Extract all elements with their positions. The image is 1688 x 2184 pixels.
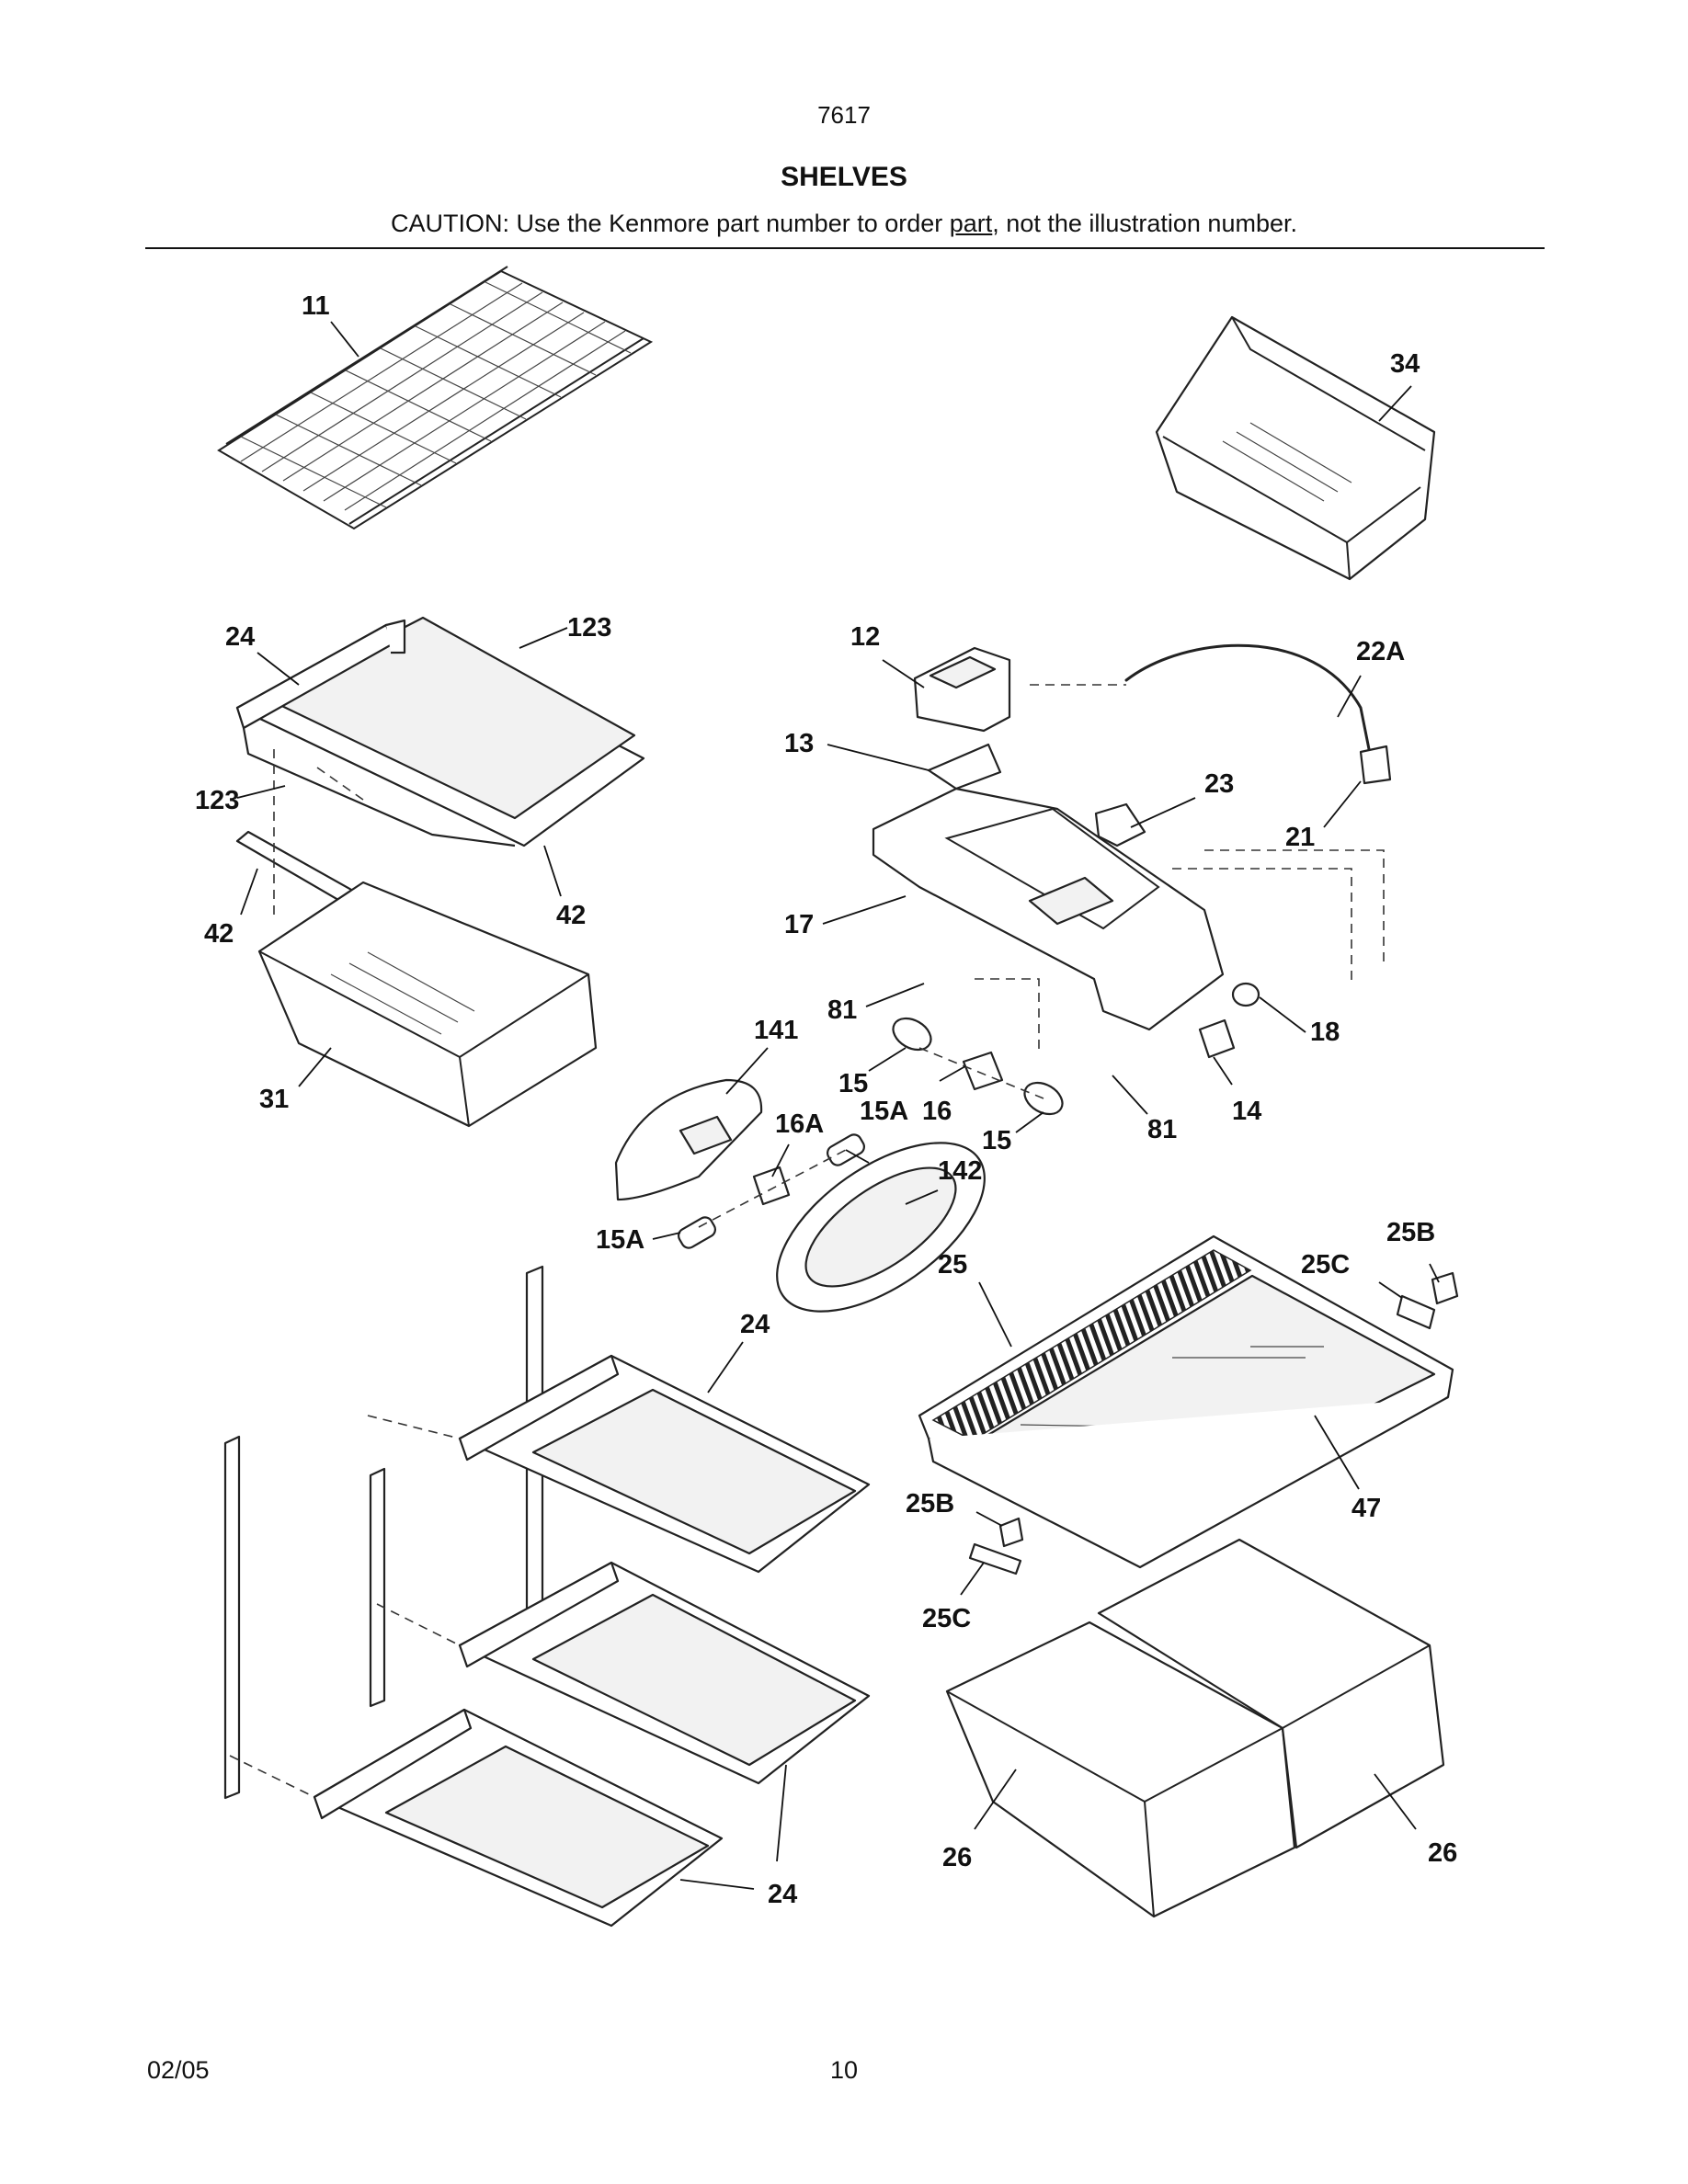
- control-knob: [1231, 982, 1260, 1007]
- wire-harness: [1124, 643, 1392, 785]
- callout-24-bottom: 24: [768, 1880, 797, 1909]
- crisper-drawer-right: [1097, 1538, 1445, 1849]
- callout-21: 21: [1285, 823, 1315, 852]
- light-housing: [614, 1078, 763, 1201]
- shelf-standards: [223, 1265, 544, 1800]
- callout-18: 18: [1310, 1018, 1340, 1047]
- caution-text-end: , not the illustration number.: [992, 210, 1297, 237]
- callout-15-left: 15: [838, 1069, 868, 1098]
- callout-42-left: 42: [204, 919, 234, 949]
- light-switch: [1198, 1018, 1236, 1059]
- callout-24-top: 24: [225, 622, 255, 652]
- glass-shelf-middle: [458, 1354, 871, 1574]
- callout-15A-left: 15A: [596, 1225, 644, 1255]
- footer-page-number: 10: [829, 2056, 859, 2084]
- callout-81-left: 81: [827, 995, 857, 1025]
- pantry-drawer: [257, 881, 598, 1128]
- thermostat: [1094, 802, 1146, 847]
- callout-16A: 16A: [775, 1109, 824, 1139]
- caution-note: CAUTION: Use the Kenmore part number to …: [0, 210, 1688, 238]
- deli-shelf: [918, 1234, 1454, 1569]
- callout-47: 47: [1352, 1494, 1381, 1523]
- caution-text-start: CAUTION: Use the Kenmore part number to …: [391, 210, 950, 237]
- glass-shelf-lower: [458, 1561, 871, 1785]
- callout-15-right: 15: [982, 1126, 1011, 1155]
- callout-24-mid: 24: [740, 1310, 770, 1339]
- header-rule: [145, 247, 1545, 249]
- callout-22A: 22A: [1356, 637, 1405, 666]
- callout-141: 141: [754, 1016, 798, 1045]
- control-housing: [872, 787, 1225, 1031]
- callout-26-left: 26: [942, 1843, 972, 1872]
- glass-shelf-top: [235, 616, 645, 847]
- page-title: SHELVES: [781, 162, 907, 192]
- bulbs-and-sockets: [678, 1017, 1064, 1249]
- alignment-lines: [229, 684, 1385, 1798]
- callout-25: 25: [938, 1250, 967, 1280]
- light-housing-cover: [913, 646, 1011, 733]
- footer-date: 02/05: [147, 2056, 210, 2084]
- callout-142: 142: [938, 1156, 982, 1186]
- callout-leaders: [236, 321, 1440, 1890]
- callout-25B-low: 25B: [906, 1489, 954, 1519]
- callout-31: 31: [259, 1085, 289, 1114]
- callout-26-right: 26: [1428, 1838, 1457, 1868]
- wire-shelf: [217, 266, 654, 530]
- callout-16: 16: [922, 1097, 952, 1126]
- callout-11: 11: [302, 291, 330, 321]
- callout-81-right: 81: [1147, 1115, 1177, 1144]
- callout-123-left: 123: [195, 786, 239, 815]
- callout-25B-top: 25B: [1386, 1218, 1435, 1247]
- callout-123-top: 123: [567, 613, 611, 643]
- callout-17: 17: [784, 910, 814, 939]
- callout-34: 34: [1390, 349, 1420, 379]
- crisper-bin-upper: [1155, 315, 1436, 581]
- callout-25C-top: 25C: [1301, 1250, 1350, 1280]
- glass-shelf-bottom: [313, 1708, 724, 1928]
- light-lens: [776, 1142, 986, 1313]
- callout-14: 14: [1232, 1097, 1261, 1126]
- caution-underlined-word: part: [949, 210, 993, 237]
- callout-25C-low: 25C: [922, 1604, 971, 1633]
- air-baffle: [927, 743, 1002, 791]
- callout-13: 13: [784, 729, 814, 758]
- callout-15A-right: 15A: [860, 1097, 908, 1126]
- callout-23: 23: [1204, 769, 1234, 799]
- model-number: 7617: [817, 101, 871, 129]
- callout-42-right: 42: [556, 901, 586, 930]
- callout-12: 12: [850, 622, 880, 652]
